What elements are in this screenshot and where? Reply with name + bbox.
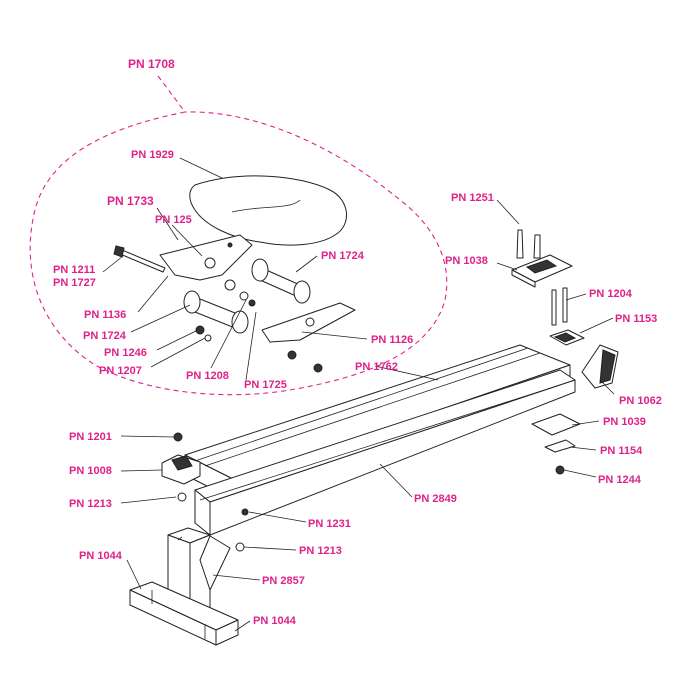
label-pn1038: PN 1038	[445, 255, 488, 267]
seat-cushion	[189, 175, 347, 246]
foot-base	[129, 581, 239, 646]
label-pn1708: PN 1708	[128, 57, 175, 71]
label-pn1126: PN 1126	[371, 334, 413, 346]
label-pn1201: PN 1201	[69, 431, 112, 443]
label-pn1231: PN 1231	[308, 518, 351, 530]
label-pn1246: PN 1246	[104, 347, 147, 359]
rear-bracket-plate	[531, 413, 581, 475]
label-pn1724-lower: PN 1724	[83, 330, 127, 342]
label-pn1044-upper: PN 1044	[79, 550, 123, 562]
label-pn1208: PN 1208	[186, 370, 229, 382]
label-pn1207: PN 1207	[99, 365, 142, 377]
label-pn1727: PN 1727	[53, 277, 96, 289]
lower-rail	[194, 369, 576, 536]
label-pn1204: PN 1204	[589, 288, 633, 300]
label-pn1211: PN 1211	[53, 264, 95, 276]
label-pn1154: PN 1154	[600, 445, 643, 457]
rear-end-cap	[581, 344, 619, 389]
roller-upper	[251, 258, 311, 304]
label-pn2857: PN 2857	[262, 575, 305, 587]
label-pn1136: PN 1136	[84, 309, 126, 321]
seat-hardware	[195, 242, 323, 373]
label-pn125: PN 125	[155, 214, 192, 226]
front-hardware	[173, 432, 249, 552]
roller-lower	[183, 290, 249, 334]
label-pn1929: PN 1929	[131, 149, 174, 161]
label-pn2849: PN 2849	[414, 493, 457, 505]
label-pn1251: PN 1251	[451, 192, 494, 204]
leader-lines	[102, 157, 615, 632]
label-pn1733: PN 1733	[107, 194, 154, 208]
label-pn1244: PN 1244	[598, 474, 642, 486]
carriage-plate	[261, 302, 356, 343]
label-pn1762: PN 1762	[355, 361, 398, 373]
seat-subassembly-boundary	[29, 75, 448, 396]
seat-bracket	[159, 234, 253, 281]
label-pn1153: PN 1153	[615, 313, 657, 325]
label-pn1039: PN 1039	[603, 416, 646, 428]
rear-bolt-bracket	[549, 287, 585, 346]
label-pn1725: PN 1725	[244, 379, 287, 391]
label-pn1213-leg: PN 1213	[299, 545, 342, 557]
pop-pin-housing	[511, 229, 573, 288]
label-pn1008: PN 1008	[69, 465, 112, 477]
front-end-block	[161, 454, 201, 485]
label-pn1044-lower: PN 1044	[253, 615, 297, 627]
axle-bolt	[113, 245, 166, 273]
label-pn1213-front: PN 1213	[69, 498, 112, 510]
label-pn1724-upper: PN 1724	[321, 250, 365, 262]
label-pn1062: PN 1062	[619, 395, 662, 407]
